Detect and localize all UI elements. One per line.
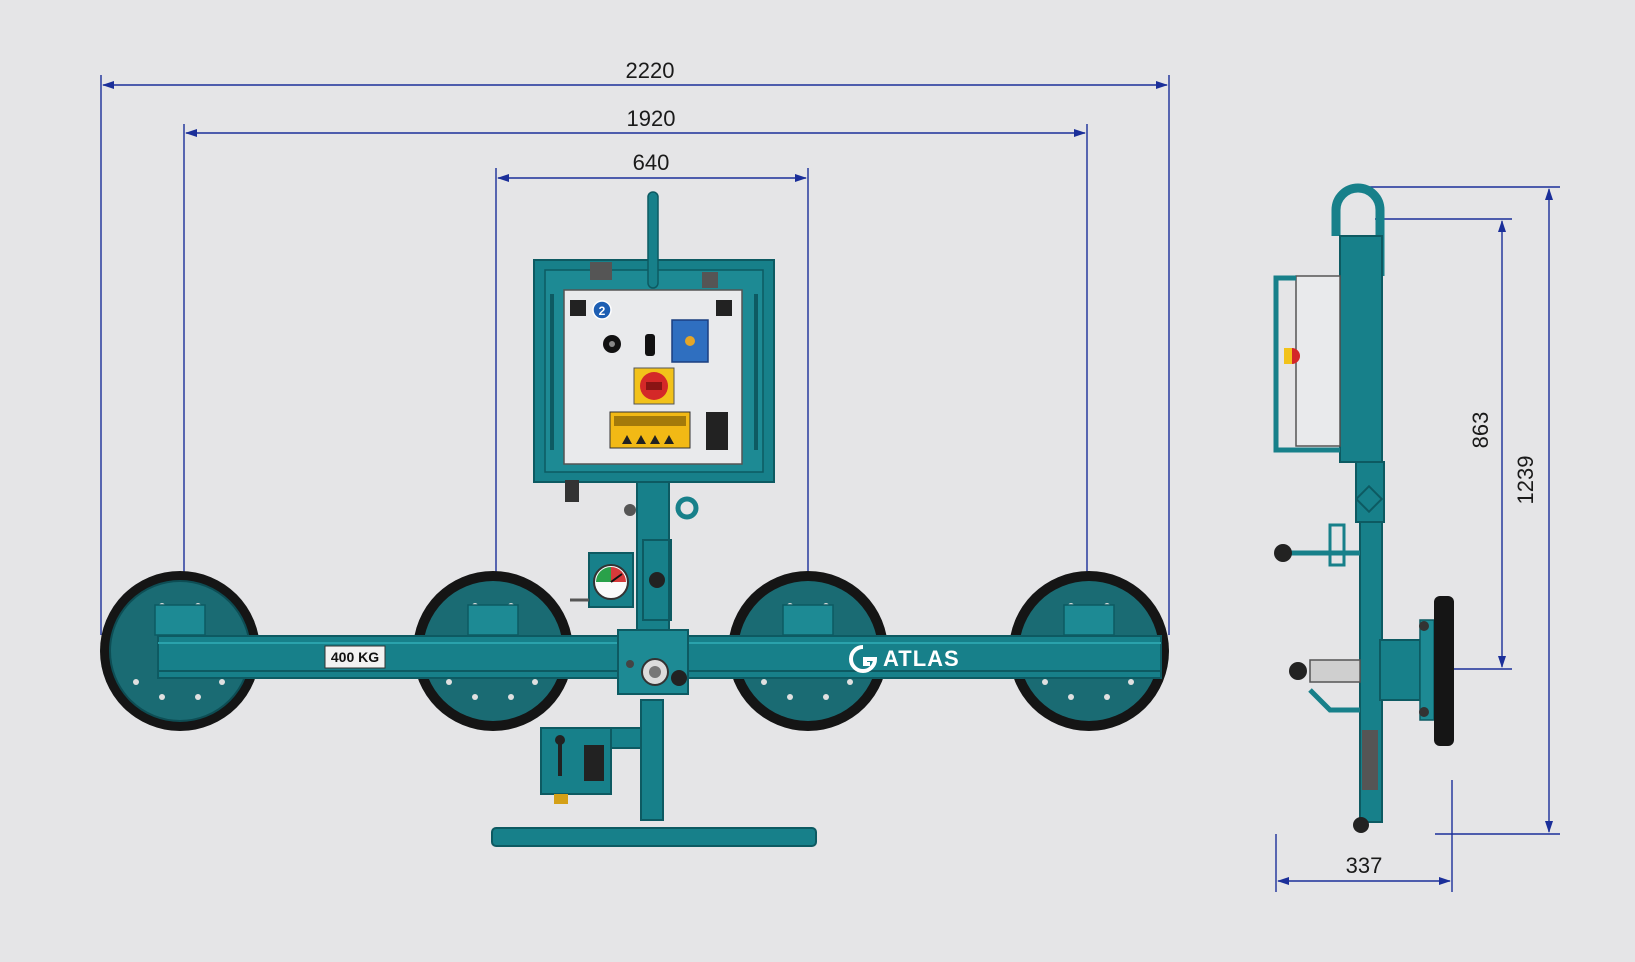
capacity-badge-text: 400 KG (331, 649, 379, 665)
dimension-1920-label: 1920 (627, 106, 676, 131)
side-view: 1239 863 337 (1273, 183, 1560, 892)
brand-logo-icon (849, 645, 878, 673)
dimension-2220 (100, 75, 1170, 635)
dimension-1239 (1355, 186, 1560, 835)
control-handle-icon (555, 735, 565, 776)
dimension-640-label: 640 (633, 150, 670, 175)
control-cabinet: 2 (533, 191, 775, 502)
gauge-number: 2 (599, 304, 606, 318)
dimension-863-label: 863 (1468, 412, 1493, 449)
pressure-gauge-icon (596, 567, 626, 583)
brand-name: ATLAS (883, 646, 960, 671)
foot-bar (491, 827, 817, 847)
pad-mount-plates (154, 604, 1115, 636)
emergency-stop-icon (633, 367, 675, 405)
dimension-640 (495, 168, 809, 600)
dimension-337 (1275, 780, 1453, 892)
lower-control-box (540, 727, 642, 804)
dimension-2220-label: 2220 (626, 58, 675, 83)
warning-label-icon (609, 411, 691, 449)
brand-logo: ATLAS (849, 645, 960, 673)
vacuum-gauge (570, 552, 634, 608)
side-frame (1273, 183, 1454, 833)
front-view: 2220 1920 640 (100, 58, 1170, 847)
dimension-337-label: 337 (1346, 853, 1383, 878)
dimension-1239-label: 1239 (1513, 456, 1538, 505)
central-mast (617, 481, 699, 821)
capacity-badge: 400 KG (324, 645, 386, 669)
dimension-1920 (183, 124, 1088, 600)
